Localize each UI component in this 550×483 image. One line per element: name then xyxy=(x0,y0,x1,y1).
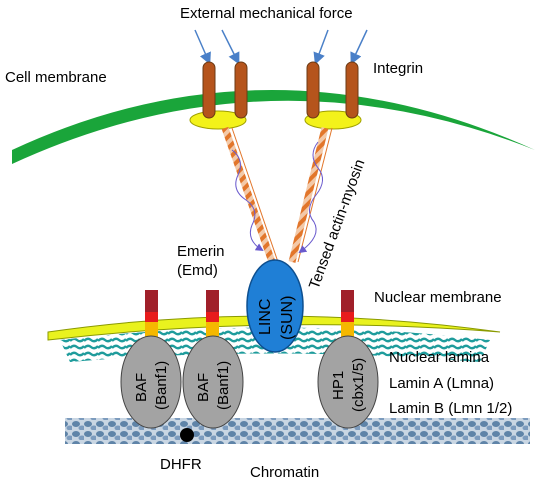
cell-membrane-label: Cell membrane xyxy=(5,69,107,86)
signal-arrow-right xyxy=(298,141,323,254)
linc-complex xyxy=(246,259,304,353)
force-arrows xyxy=(194,29,368,65)
dhfr-gene-dot xyxy=(180,428,194,442)
baf2-label-line2: (Banf1) xyxy=(215,361,232,410)
lamin-a-label: Lamin A (Lmna) xyxy=(389,375,494,392)
cell-membrane xyxy=(12,90,535,164)
lamin-b-label: Lamin B (Lmn 1/2) xyxy=(389,400,512,417)
nuclear-lamina-label: Nuclear lamina xyxy=(389,349,490,366)
baf1-label-line2: (Banf1) xyxy=(153,361,170,410)
hp1-protein xyxy=(317,335,379,429)
emerin-rod-1 xyxy=(145,290,158,338)
hp1-label-line2: (cbx1/5) xyxy=(350,358,367,412)
emerin-rod-2 xyxy=(206,290,219,338)
chromatin-label: Chromatin xyxy=(250,464,319,481)
integrin-right xyxy=(304,61,362,130)
emerin-label-line2: (Emd) xyxy=(177,262,218,279)
emerin-rod-3 xyxy=(341,290,354,338)
linc-label-line2: (SUN) xyxy=(279,296,296,340)
baf1-label-line1: BAF xyxy=(133,373,150,402)
dhfr-label: DHFR xyxy=(160,456,202,473)
external-force-label: External mechanical force xyxy=(180,5,353,22)
nuclear-membrane xyxy=(47,315,501,341)
integrin-label: Integrin xyxy=(373,60,423,77)
linc-label-line1: LINC xyxy=(257,299,274,335)
baf2-label-line1: BAF xyxy=(195,373,212,402)
chromatin xyxy=(65,418,530,444)
nuclear-membrane-label: Nuclear membrane xyxy=(374,289,502,306)
baf-protein-2 xyxy=(182,335,244,429)
hp1-label-line1: HP1 xyxy=(330,371,347,400)
signal-arrow-left xyxy=(231,149,264,252)
baf-protein-1 xyxy=(120,335,182,429)
integrin-left xyxy=(189,61,248,130)
emerin-label-line1: Emerin xyxy=(177,243,225,260)
